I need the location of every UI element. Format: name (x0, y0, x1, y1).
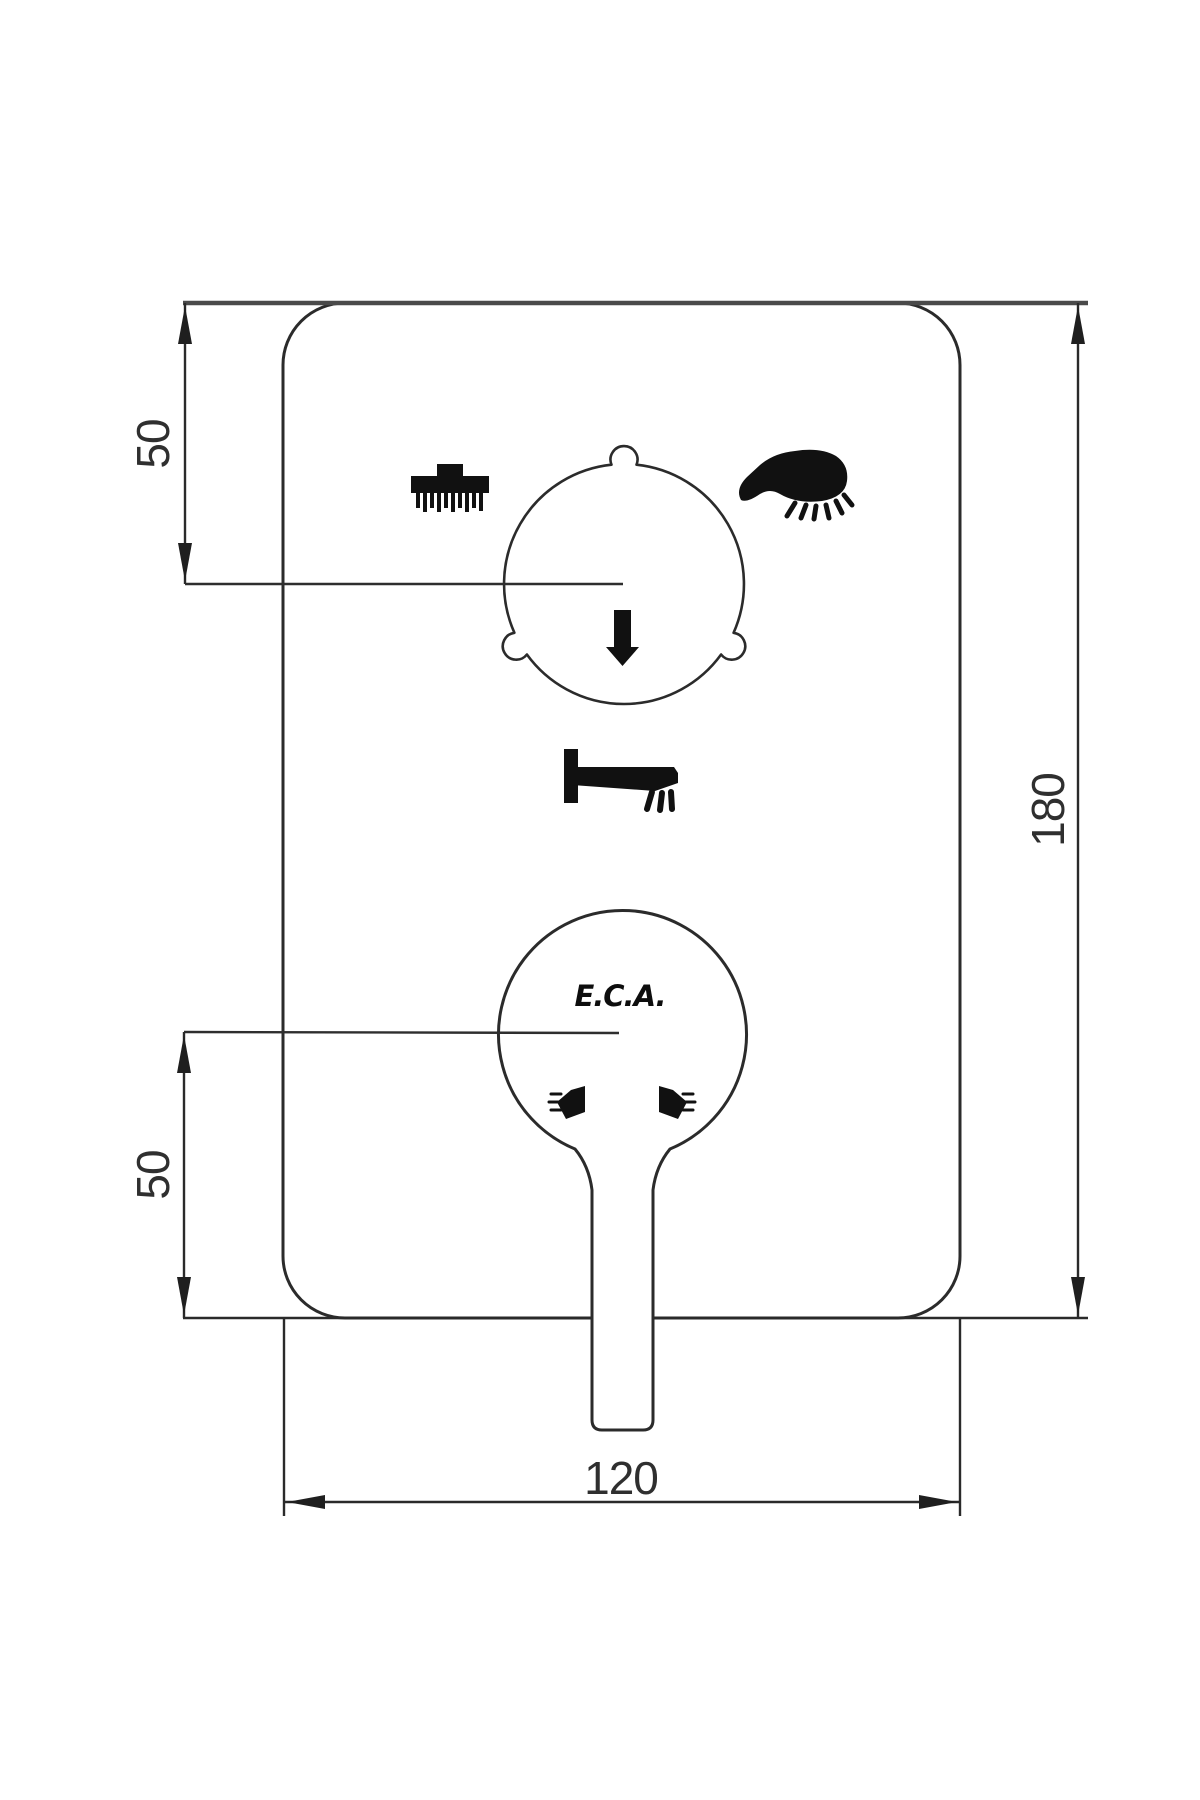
pointer-line-handle-center (183, 1030, 620, 1035)
mixer-handle (497, 908, 748, 1432)
rain-shower-icon (411, 464, 489, 512)
bath-spout-icon (564, 749, 678, 813)
brand-logo: E.C.A. (574, 979, 665, 1013)
dimension-bottom-offset: 50 (127, 1032, 191, 1318)
hand-shower-icon (739, 449, 855, 522)
dimension-label-plate-height: 180 (1022, 773, 1074, 847)
diverter-dial (501, 444, 747, 706)
dimension-label-bottom-offset: 50 (127, 1150, 179, 1199)
handle-direction-left-icon (547, 1086, 585, 1119)
down-arrow-icon (606, 610, 639, 666)
dimension-label-top-offset: 50 (127, 419, 179, 468)
handle-direction-right-icon (659, 1086, 697, 1119)
dimension-top-offset: 50 (127, 303, 192, 584)
dimension-label-plate-width: 120 (584, 1452, 658, 1504)
dimension-plate-height: 180 (1022, 303, 1085, 1318)
dimension-plate-width: 120 (284, 1452, 960, 1509)
